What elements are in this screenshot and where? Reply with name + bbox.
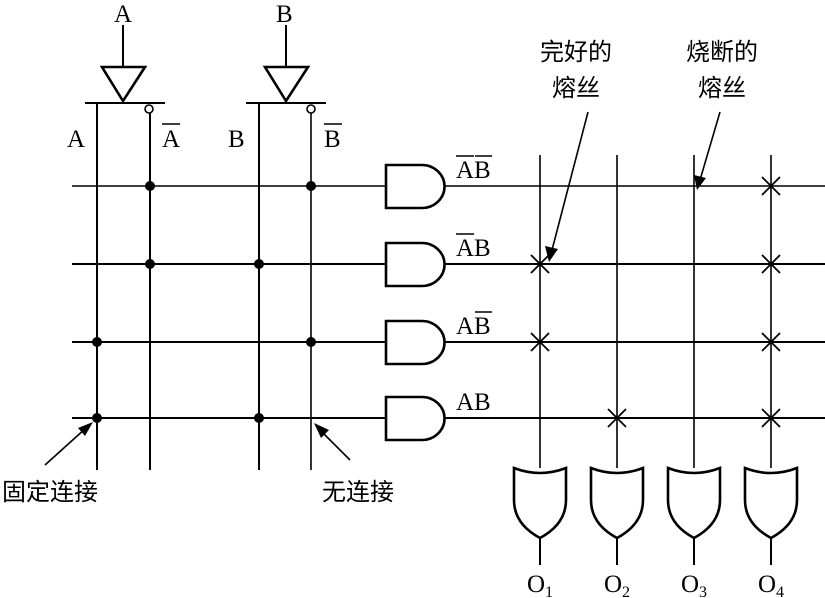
output-1-sub: 1 [545, 584, 553, 598]
output-labels: O 1 O 2 O 3 O 4 [527, 571, 784, 598]
intact-fuse-label-line2: 熔丝 [552, 74, 600, 102]
and-gates [384, 163, 446, 442]
no-connection-label: 无连接 [322, 478, 394, 506]
or-gate-3 [666, 466, 722, 540]
output-2-letter: O [604, 571, 622, 598]
and-array-rows [72, 185, 385, 419]
input-a-label: A [114, 1, 132, 28]
or-array-columns [539, 155, 772, 468]
annotation-arrows [44, 111, 721, 466]
or-array-rows [445, 185, 825, 419]
fixed-connection-label: 固定连接 [2, 478, 98, 506]
and-gate-2 [384, 241, 446, 288]
column-a-bar-label: A [162, 126, 180, 153]
input-b-inverter [246, 25, 326, 114]
or-gates [512, 466, 799, 565]
output-2-sub: 2 [622, 584, 630, 598]
product-3-b: B [474, 313, 491, 340]
and-gate-4 [384, 395, 446, 442]
fixed-connection-dots [92, 181, 316, 423]
input-b-label: B [276, 1, 293, 28]
blown-fuse-label-line2: 熔丝 [698, 74, 746, 102]
product-1-b: B [474, 157, 491, 184]
product-1-a: A [456, 157, 474, 184]
product-4-label: AB [456, 389, 491, 416]
intact-fuse-label-line1: 完好的 [540, 38, 612, 66]
product-2-b: B [474, 235, 491, 262]
output-3-letter: O [681, 571, 699, 598]
output-4-letter: O [758, 571, 776, 598]
output-3-sub: 3 [699, 584, 707, 598]
column-b-label: B [228, 126, 245, 153]
fuse-crosses [530, 176, 781, 428]
input-a-inverter [85, 25, 165, 114]
output-1-letter: O [527, 571, 545, 598]
product-3-a: A [456, 313, 474, 340]
and-gate-3 [384, 319, 446, 366]
and-gate-1 [384, 163, 446, 210]
input-columns [96, 103, 312, 470]
blown-fuse-label-line1: 烧断的 [686, 38, 758, 66]
or-gate-1 [512, 466, 568, 540]
or-gate-2 [589, 466, 645, 540]
column-a-label: A [67, 126, 85, 153]
column-b-bar-label: B [324, 126, 341, 153]
or-gate-4 [743, 466, 799, 540]
output-4-sub: 4 [776, 584, 784, 598]
product-2-a: A [456, 235, 474, 262]
